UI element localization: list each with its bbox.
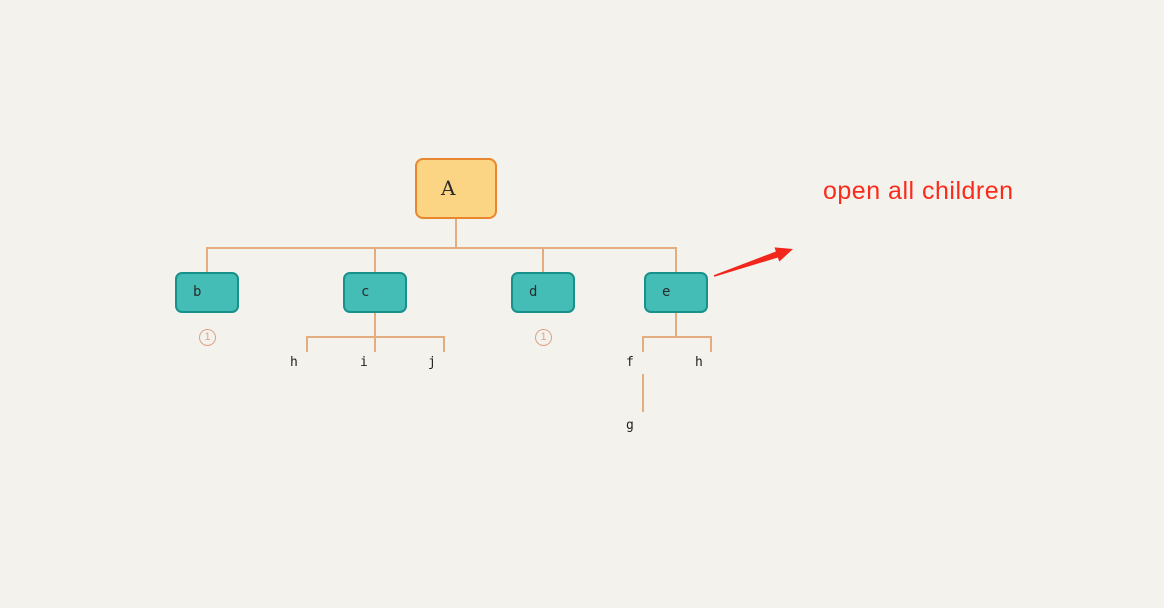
- connector-drop-h: [306, 336, 308, 352]
- leaf-node-g[interactable]: g: [626, 418, 634, 433]
- tree-node-e[interactable]: e: [644, 272, 708, 313]
- collapsed-count-badge-d[interactable]: 1: [535, 329, 552, 346]
- leaf-node-j[interactable]: j: [428, 355, 436, 370]
- connector-f-to-g: [642, 374, 644, 412]
- connector-e-stem: [675, 313, 677, 338]
- leaf-node-i[interactable]: i: [360, 355, 368, 370]
- connector-drop-h2: [710, 336, 712, 352]
- tree-node-b[interactable]: b: [175, 272, 239, 313]
- leaf-node-f[interactable]: f: [626, 355, 634, 370]
- connector-drop-c: [374, 247, 376, 272]
- connector-drop-e: [675, 247, 677, 272]
- collapsed-count-badge-b[interactable]: 1: [199, 329, 216, 346]
- connector-drop-b: [206, 247, 208, 272]
- annotation-arrow-icon: [713, 247, 793, 277]
- connector-c-stem: [374, 313, 376, 338]
- connector-drop-i: [374, 336, 376, 352]
- connector-level1-horizontal: [206, 247, 677, 249]
- connector-root-stem: [455, 219, 457, 249]
- tree-node-c[interactable]: c: [343, 272, 407, 313]
- tree-node-d[interactable]: d: [511, 272, 575, 313]
- connector-drop-f: [642, 336, 644, 352]
- connector-drop-d: [542, 247, 544, 272]
- leaf-node-h[interactable]: h: [290, 355, 298, 370]
- annotation-label: open all children: [823, 177, 1014, 205]
- leaf-node-h2[interactable]: h: [695, 355, 703, 370]
- connector-e-horizontal: [642, 336, 712, 338]
- tree-node-a[interactable]: A: [415, 158, 497, 219]
- connector-drop-j: [443, 336, 445, 352]
